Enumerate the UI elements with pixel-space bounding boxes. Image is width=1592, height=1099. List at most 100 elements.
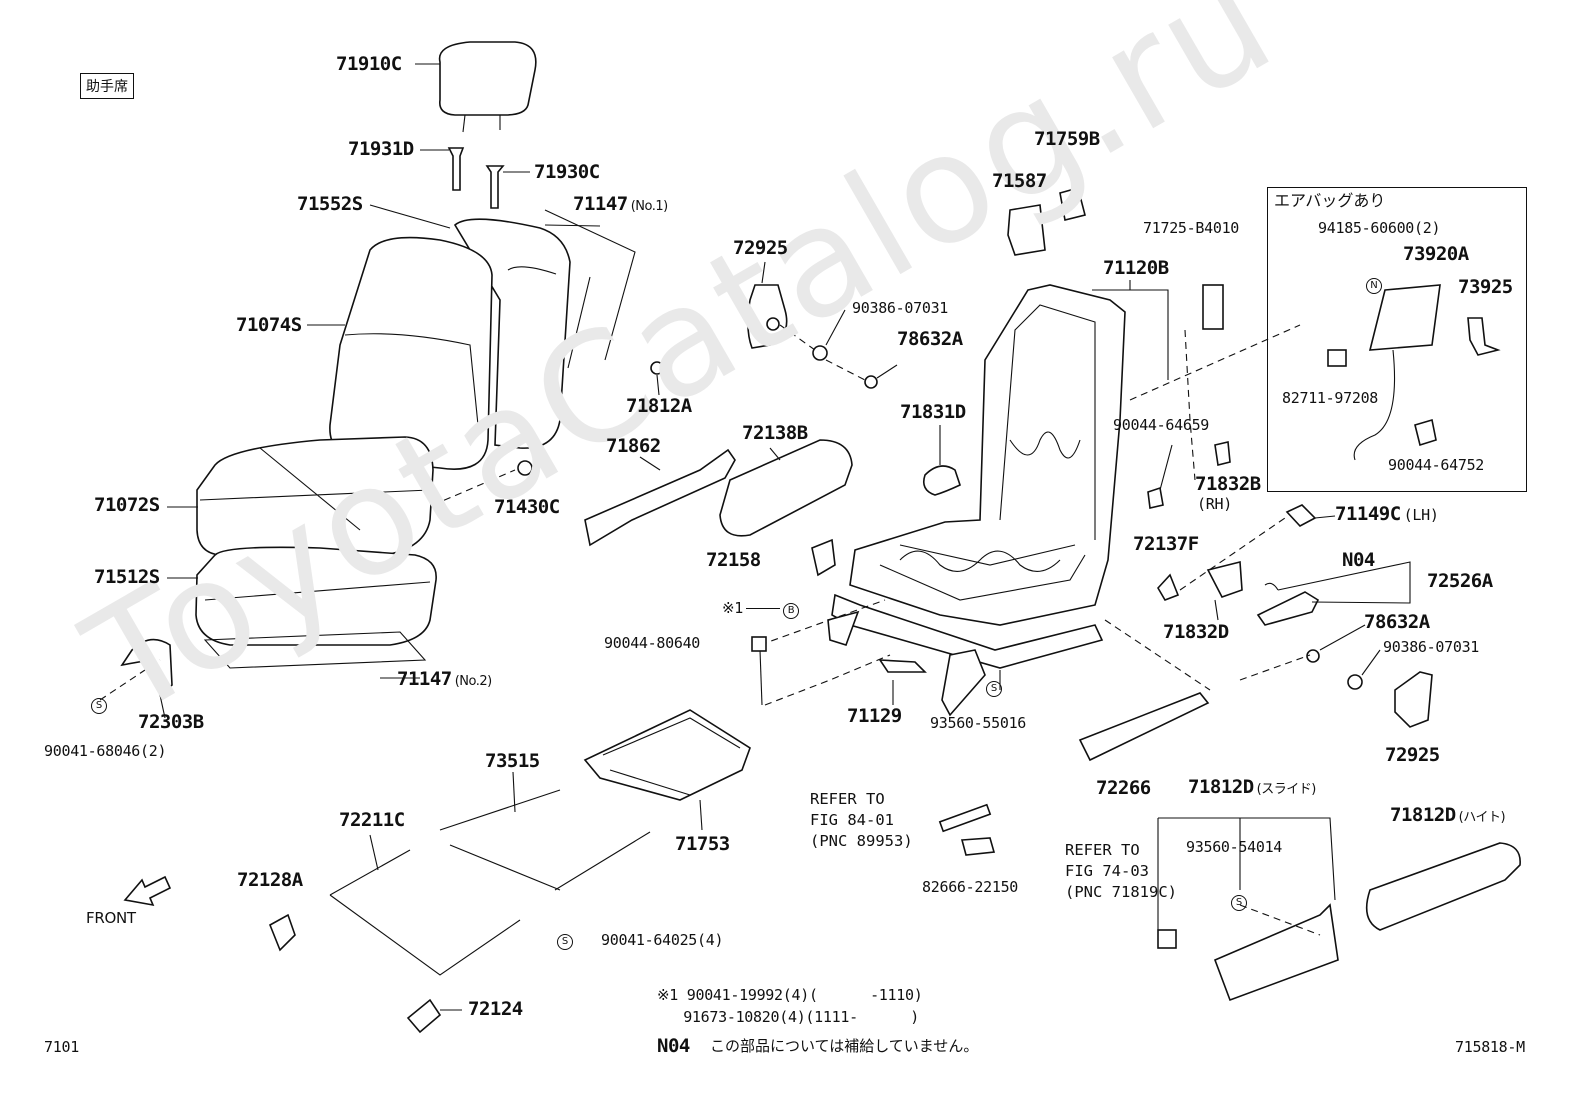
plate-89953 xyxy=(938,803,992,833)
s-symbol-icon: S xyxy=(986,681,1002,697)
label-72138B[interactable]: 72138B xyxy=(742,422,808,444)
lever-72526A xyxy=(1256,582,1320,626)
cover-71812D-slide xyxy=(1213,903,1339,1002)
label-82666-22150[interactable]: 82666-22150 xyxy=(922,878,1019,896)
label-90044-80640[interactable]: 90044-80640 xyxy=(604,634,701,652)
wire-73515 xyxy=(439,789,651,891)
cover-71149C xyxy=(1285,504,1317,527)
label-71812D-slide[interactable]: 71812D(スライド) xyxy=(1188,776,1316,798)
clip-71430C xyxy=(517,460,533,476)
label-90044-64752[interactable]: 90044-64752 xyxy=(1388,456,1485,474)
label-71753[interactable]: 71753 xyxy=(675,833,730,855)
seatback-cover-71074S xyxy=(329,236,493,470)
label-71832D[interactable]: 71832D xyxy=(1163,621,1229,643)
harness-wire xyxy=(1353,349,1396,461)
label-82711-97208[interactable]: 82711-97208 xyxy=(1282,389,1379,407)
label-71512S[interactable]: 71512S xyxy=(94,566,160,588)
airbag-inset-box: エアバッグあり 94185-60600(2) 73920A 73925 8271… xyxy=(1267,187,1527,492)
label-71552S[interactable]: 71552S xyxy=(297,193,363,215)
label-72128A[interactable]: 72128A xyxy=(237,869,303,891)
cover-72138B xyxy=(719,439,853,537)
label-71812D-height[interactable]: 71812D(ハイト) xyxy=(1390,804,1506,826)
label-90044-64659[interactable]: 90044-64659 xyxy=(1113,416,1210,434)
wire-72211C xyxy=(329,849,521,976)
label-71812A[interactable]: 71812A xyxy=(626,395,692,417)
s-symbol-icon: S xyxy=(1231,895,1247,911)
label-71149C[interactable]: 71149C(LH) xyxy=(1335,503,1439,525)
label-73515[interactable]: 73515 xyxy=(485,750,540,772)
clip-72128A xyxy=(268,913,296,952)
clip-72137F xyxy=(1157,573,1180,601)
shield-72925-upper xyxy=(747,261,788,349)
screw-78632A-upper xyxy=(864,364,898,389)
label-71147-no1[interactable]: 71147(No.1) xyxy=(573,193,668,215)
label-71759B[interactable]: 71759B xyxy=(1034,128,1100,150)
passenger-seat-badge: 助手席 xyxy=(80,73,134,99)
label-90041-64025[interactable]: 90041-64025(4) xyxy=(601,931,724,949)
cover-71129 xyxy=(878,659,927,705)
label-78632A-upper[interactable]: 78632A xyxy=(897,328,963,350)
label-71147-no2[interactable]: 71147(No.2) xyxy=(397,668,492,690)
cover-71587 xyxy=(1007,204,1046,256)
label-90386-07031-lower[interactable]: 90386-07031 xyxy=(1383,638,1480,656)
connector-82711-97208 xyxy=(1327,349,1347,367)
front-label: FRONT xyxy=(86,909,136,927)
label-72266[interactable]: 72266 xyxy=(1096,777,1151,799)
label-93560-54014[interactable]: 93560-54014 xyxy=(1186,838,1283,856)
label-94185-60600[interactable]: 94185-60600(2) xyxy=(1318,219,1441,237)
footnote-n04-text: この部品については補給していません。 xyxy=(710,1037,979,1055)
airbag-module-73920A xyxy=(1368,284,1441,351)
label-71120B[interactable]: 71120B xyxy=(1103,257,1169,279)
label-71831D[interactable]: 71831D xyxy=(900,401,966,423)
clip-72158 xyxy=(811,538,836,577)
label-72211C[interactable]: 72211C xyxy=(339,809,405,831)
label-73925[interactable]: 73925 xyxy=(1458,276,1513,298)
bracket-82666-22150 xyxy=(960,837,996,856)
label-93560-55016[interactable]: 93560-55016 xyxy=(930,714,1027,732)
label-72137F[interactable]: 72137F xyxy=(1133,533,1199,555)
page-number-left: 7101 xyxy=(44,1038,79,1056)
label-73920A[interactable]: 73920A xyxy=(1403,243,1469,265)
label-72925-upper[interactable]: 72925 xyxy=(733,237,788,259)
clip-73925 xyxy=(1467,317,1501,356)
cushion-cover-71072S xyxy=(196,436,434,556)
pad-71725-B4010 xyxy=(1202,284,1224,330)
seat-frame-71120B xyxy=(849,284,1126,626)
airbag-box-title: エアバッグあり xyxy=(1274,191,1386,210)
label-71129[interactable]: 71129 xyxy=(847,705,902,727)
label-71430C[interactable]: 71430C xyxy=(494,496,560,518)
label-90041-68046[interactable]: 90041-68046(2) xyxy=(44,742,167,760)
label-72124[interactable]: 72124 xyxy=(468,998,523,1020)
cover-71832B xyxy=(1214,441,1231,466)
clip-71812A xyxy=(650,361,664,375)
label-71725-B4010[interactable]: 71725-B4010 xyxy=(1143,219,1240,237)
nut-90386a xyxy=(812,309,846,361)
label-71862[interactable]: 71862 xyxy=(606,435,661,457)
cover-71832D xyxy=(1206,560,1243,598)
cover-72266 xyxy=(1078,692,1210,762)
label-71587[interactable]: 71587 xyxy=(992,170,1047,192)
label-72925-lower[interactable]: 72925 xyxy=(1385,744,1440,766)
label-71931D[interactable]: 71931D xyxy=(348,138,414,160)
label-71074S[interactable]: 71074S xyxy=(236,314,302,336)
seatback-pad-71552S xyxy=(453,218,571,449)
link-B xyxy=(827,610,860,646)
refer-fig-74-03[interactable]: REFER TO FIG 74-03 (PNC 71819C) xyxy=(1065,841,1177,901)
refer-fig-84-01[interactable]: REFER TO FIG 84-01 (PNC 89953) xyxy=(810,790,913,850)
label-72158[interactable]: 72158 xyxy=(706,549,761,571)
label-72526A[interactable]: 72526A xyxy=(1427,570,1493,592)
label-71832B[interactable]: 71832B xyxy=(1195,473,1261,495)
shield-72925-lower xyxy=(1394,671,1433,728)
page-code-right: 715818-M xyxy=(1455,1038,1525,1056)
label-72303B[interactable]: 72303B xyxy=(138,711,204,733)
hook-72303B xyxy=(120,638,173,697)
label-N04[interactable]: N04 xyxy=(1342,549,1375,571)
label-71072S[interactable]: 71072S xyxy=(94,494,160,516)
pad-71819C xyxy=(1157,929,1177,949)
label-71910C[interactable]: 71910C xyxy=(336,53,402,75)
label-90386-07031-upper[interactable]: 90386-07031 xyxy=(852,299,949,317)
cushion-pad-71512S xyxy=(195,546,437,646)
label-71930C[interactable]: 71930C xyxy=(534,161,600,183)
n-symbol-icon: N xyxy=(1366,278,1382,294)
label-78632A-lower[interactable]: 78632A xyxy=(1364,611,1430,633)
